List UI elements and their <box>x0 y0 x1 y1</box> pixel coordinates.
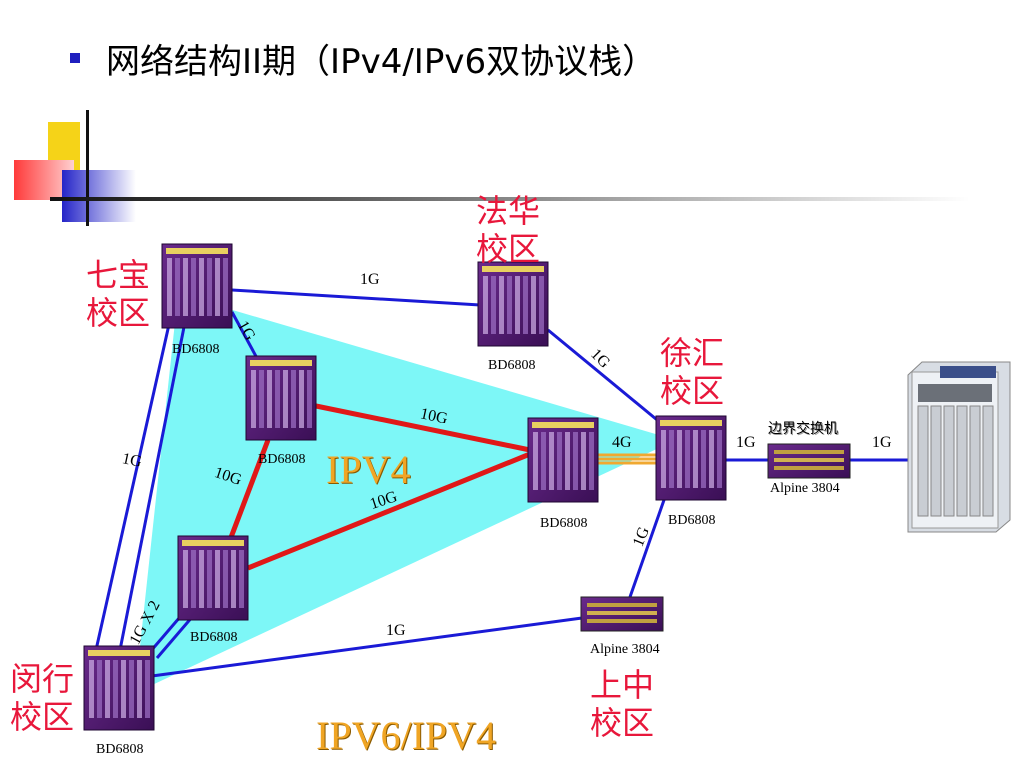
link-minhang-shangzhong <box>151 616 583 678</box>
link-label-qibao-fahua: 1G <box>360 271 380 288</box>
link-corebottom-center <box>247 451 531 571</box>
device-label-shangzhong: Alpine 3804 <box>590 642 660 657</box>
device-label-minhang: BD6808 <box>96 742 144 757</box>
link-xuhui-shangzhong <box>628 499 666 598</box>
xuhui-switch-device <box>655 415 727 501</box>
device-label-border: Alpine 3804 <box>770 481 840 496</box>
bullet-icon <box>70 53 80 63</box>
campus-label-minhang: 闵行 校区 <box>10 660 75 736</box>
core-center-switch-device <box>527 417 599 503</box>
fahua-switch-device <box>477 261 549 347</box>
core-top-switch-device <box>245 355 317 441</box>
link-label-border-router: 1G <box>872 434 892 451</box>
device-label-xuhui: BD6808 <box>668 513 716 528</box>
corner-ornament <box>14 110 970 226</box>
core-router-device <box>907 361 1011 533</box>
minhang-switch-device <box>83 645 155 731</box>
links-1g <box>94 288 920 678</box>
link-qibao-minhang-outer <box>94 319 172 651</box>
link-label-xuhui-border: 1G <box>736 434 756 451</box>
link-label-center-xuhui: 4G <box>612 434 632 451</box>
link-minhang-corebottom-b <box>155 615 195 659</box>
link-qibao-coretop <box>230 311 260 361</box>
device-label-fahua: BD6808 <box>488 358 536 373</box>
device-label-core-center: BD6808 <box>540 516 588 531</box>
core-bottom-switch-device <box>177 535 249 621</box>
device-label-core-top: BD6808 <box>258 452 306 467</box>
protocol-label-ipv6-ipv4: IPV6/IPV4 <box>316 713 497 758</box>
link-label-minhang-shangzhong: 1G <box>386 622 406 639</box>
link-coretop-corebottom <box>227 439 271 541</box>
link-center-xuhui <box>598 453 658 465</box>
link-label-qibao-minhang: 1G <box>120 450 144 471</box>
slide-title: 网络结构II期（IPv4/IPv6双协议栈） <box>106 41 657 82</box>
protocol-label-ipv4: IPV4 <box>326 447 411 492</box>
device-label-core-bottom: BD6808 <box>190 630 238 645</box>
shangzhong-switch-device <box>580 596 664 632</box>
campus-label-shangzhong: 上中 校区 <box>590 666 655 742</box>
campus-label-fahua: 法华 校区 <box>476 192 541 268</box>
link-coretop-center <box>315 403 531 453</box>
border-switch-device <box>767 443 851 479</box>
links-10g <box>227 403 531 571</box>
qibao-switch-device <box>161 243 233 329</box>
campus-label-xuhui: 徐汇 校区 <box>660 334 725 410</box>
link-fahua-xuhui <box>547 328 663 426</box>
slide-header: 网络结构II期（IPv4/IPv6双协议栈） <box>70 36 657 82</box>
link-qibao-fahua <box>231 288 481 307</box>
link-qibao-minhang-inner <box>118 321 187 651</box>
border-switch-title: 边界交换机 <box>768 421 838 437</box>
campus-label-qibao: 七宝 校区 <box>86 256 151 332</box>
device-label-qibao: BD6808 <box>172 342 220 357</box>
